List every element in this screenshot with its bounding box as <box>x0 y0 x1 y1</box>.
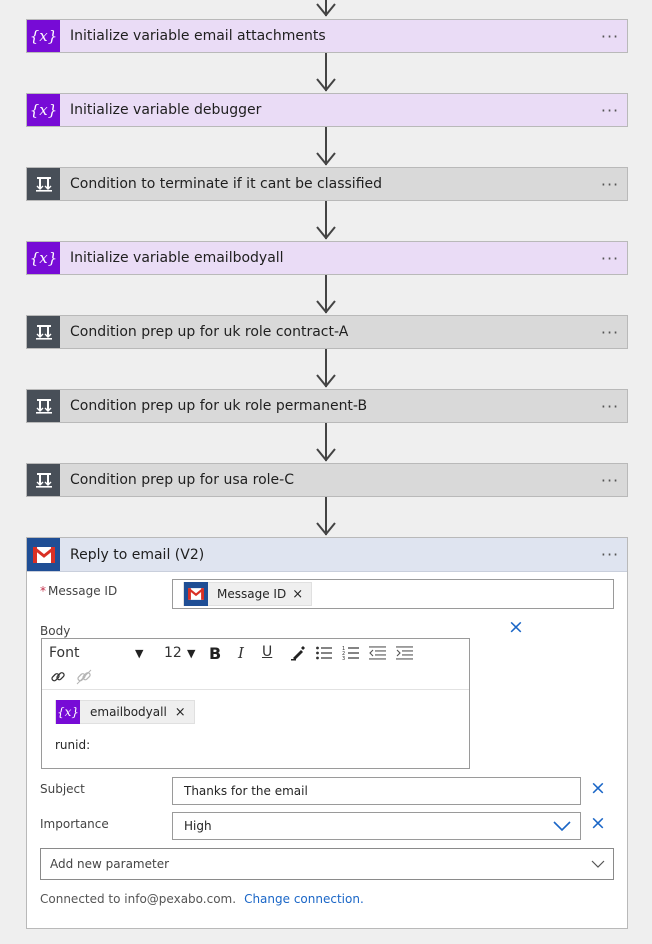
clear-body-icon[interactable]: × <box>508 616 524 638</box>
importance-select[interactable]: High <box>172 812 581 840</box>
clear-subject-icon[interactable]: × <box>590 777 606 799</box>
connection-info: Connected to info@pexabo.com. Change conn… <box>40 892 364 906</box>
subject-input[interactable]: Thanks for the email <box>172 777 581 805</box>
card-title: Reply to email (V2) <box>70 546 205 563</box>
body-text: runid: <box>55 738 91 752</box>
message-id-token[interactable]: Message ID × <box>183 582 313 606</box>
more-options-button[interactable]: ··· <box>600 100 620 120</box>
editor-content[interactable]: {x} emailbodyall × runid: <box>42 690 469 752</box>
condition-icon <box>27 316 60 348</box>
chevron-down-icon[interactable] <box>591 860 605 868</box>
condition-icon <box>27 464 60 496</box>
svg-text:3: 3 <box>342 656 345 661</box>
gmail-icon <box>27 538 60 571</box>
token-label: Message ID <box>217 587 287 601</box>
step-title: Initialize variable email attachments <box>70 28 326 44</box>
more-options-button[interactable]: ··· <box>600 545 620 564</box>
font-dropdown[interactable]: Font <box>49 645 80 661</box>
step-title: Condition prep up for usa role-C <box>70 472 294 488</box>
variable-icon: {x} <box>56 700 80 724</box>
svg-text:2: 2 <box>342 651 345 657</box>
condition-icon <box>27 390 60 422</box>
more-options-button[interactable]: ··· <box>600 174 620 194</box>
step-initialize-variable-email-attachments[interactable]: {x} Initialize variable email attachment… <box>26 19 628 53</box>
condition-icon <box>27 168 60 200</box>
step-condition-usa[interactable]: Condition prep up for usa role-C ··· <box>26 463 628 497</box>
more-options-button[interactable]: ··· <box>600 322 620 342</box>
more-options-button[interactable]: ··· <box>600 26 620 46</box>
more-options-button[interactable]: ··· <box>600 396 620 416</box>
importance-label: Importance <box>40 817 109 831</box>
decrease-indent-icon[interactable] <box>368 645 387 665</box>
reply-to-email-card: Reply to email (V2) ··· *Message ID Mess… <box>26 537 628 929</box>
token-label: emailbodyall <box>90 705 167 719</box>
italic-button[interactable]: I <box>238 644 244 662</box>
message-id-field[interactable]: Message ID × <box>172 579 614 609</box>
step-condition-uk-contract[interactable]: Condition prep up for uk role contract-A… <box>26 315 628 349</box>
step-title: Condition prep up for uk role permanent-… <box>70 398 368 414</box>
step-title: Condition prep up for uk role contract-A <box>70 324 349 340</box>
message-id-label: *Message ID <box>40 584 118 598</box>
clear-importance-icon[interactable]: × <box>590 812 606 834</box>
subject-value: Thanks for the email <box>184 784 308 798</box>
bold-button[interactable]: B <box>209 644 222 663</box>
font-dropdown-arrow-icon[interactable]: ▼ <box>135 647 144 660</box>
bulleted-list-icon[interactable] <box>315 645 333 665</box>
more-options-button[interactable]: ··· <box>600 470 620 490</box>
add-parameter-label: Add new parameter <box>50 857 170 871</box>
font-size-arrow-icon[interactable]: ▼ <box>187 647 196 660</box>
body-label: Body <box>40 624 71 638</box>
remove-link-icon[interactable] <box>76 669 92 689</box>
importance-value: High <box>184 819 212 833</box>
more-options-button[interactable]: ··· <box>600 248 620 268</box>
step-title: Condition to terminate if it cant be cla… <box>70 176 383 192</box>
add-new-parameter-dropdown[interactable]: Add new parameter <box>40 848 614 880</box>
chevron-down-icon[interactable] <box>552 820 572 832</box>
step-condition-terminate[interactable]: Condition to terminate if it cant be cla… <box>26 167 628 201</box>
variable-icon: {x} <box>27 94 60 126</box>
subject-label: Subject <box>40 782 85 796</box>
step-initialize-variable-emailbodyall[interactable]: {x} Initialize variable emailbodyall ··· <box>26 241 628 275</box>
gmail-icon <box>184 582 208 606</box>
highlight-icon[interactable] <box>290 645 306 665</box>
underline-button[interactable]: U <box>262 644 273 660</box>
font-size-dropdown[interactable]: 12 <box>164 645 182 661</box>
connected-to-text: Connected to info@pexabo.com. <box>40 892 237 906</box>
increase-indent-icon[interactable] <box>395 645 414 665</box>
change-connection-link[interactable]: Change connection. <box>244 892 364 906</box>
emailbodyall-token[interactable]: {x} emailbodyall × <box>55 700 195 724</box>
step-condition-uk-permanent[interactable]: Condition prep up for uk role permanent-… <box>26 389 628 423</box>
variable-icon: {x} <box>27 242 60 274</box>
remove-token-icon[interactable]: × <box>174 704 186 720</box>
insert-link-icon[interactable] <box>50 669 66 689</box>
svg-text:1: 1 <box>342 646 345 652</box>
variable-icon: {x} <box>27 20 60 52</box>
remove-token-icon[interactable]: × <box>292 586 304 602</box>
reply-to-email-header[interactable]: Reply to email (V2) ··· <box>27 538 627 572</box>
step-initialize-variable-debugger[interactable]: {x} Initialize variable debugger ··· <box>26 93 628 127</box>
step-title: Initialize variable emailbodyall <box>70 250 284 266</box>
step-title: Initialize variable debugger <box>70 102 262 118</box>
